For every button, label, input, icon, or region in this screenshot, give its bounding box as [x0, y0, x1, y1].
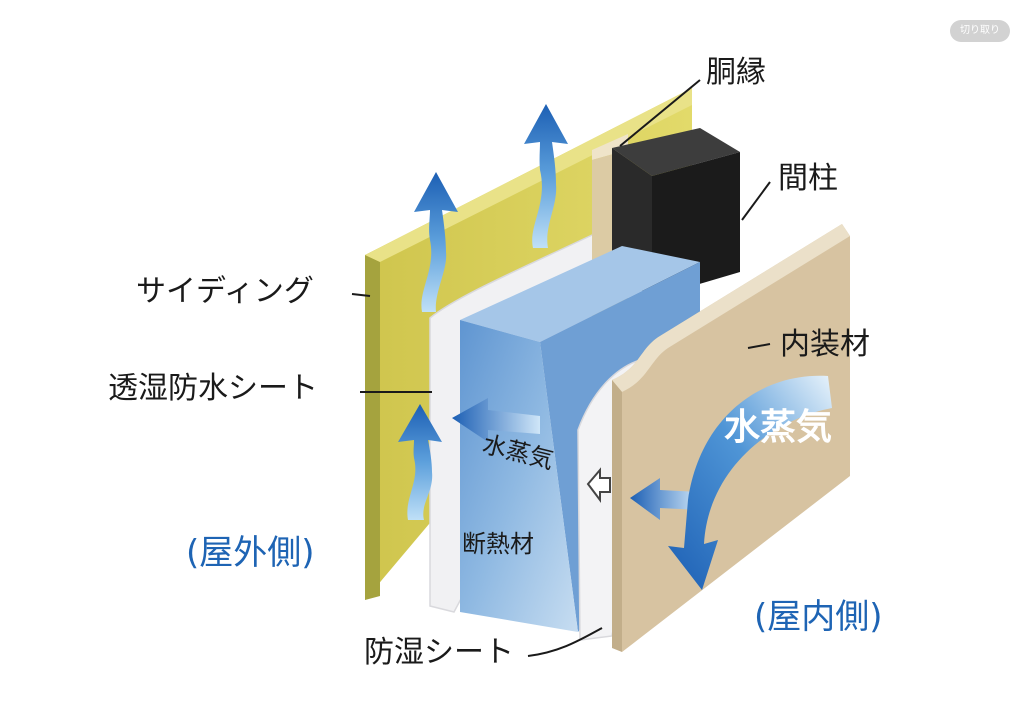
vapor-up-arrow-right	[524, 104, 568, 248]
vapor-up-arrow-bottom	[398, 404, 442, 520]
label-insulation: 断熱材	[462, 530, 534, 558]
blocked-vapor-arrow	[586, 467, 611, 503]
leader-line-siding	[351, 293, 371, 297]
label-outdoor-side: (屋外側)	[186, 533, 315, 573]
leader-line-vapor-barrier	[527, 627, 603, 657]
vapor-left-arrow-cavity	[452, 398, 540, 442]
label-interior-material: 内装材	[780, 327, 870, 362]
leader-line-mabashira	[741, 181, 771, 221]
crop-button[interactable]: 切り取り	[950, 20, 1010, 42]
label-indoor-side: (屋内側)	[754, 597, 883, 637]
label-mabashira: 間柱	[778, 161, 838, 196]
label-dobuchi: 胴縁	[706, 55, 766, 90]
vapor-up-arrow-left	[414, 172, 458, 312]
label-vapor-interior: 水蒸気	[724, 407, 833, 448]
leader-line-dobuchi	[619, 79, 701, 147]
leader-lines	[351, 79, 771, 657]
label-vapor-barrier: 防湿シート	[364, 635, 514, 670]
vapor-curved-arrow-interior	[668, 375, 832, 590]
vapor-left-arrow-interior	[630, 478, 700, 520]
label-siding: サイディング	[136, 274, 314, 309]
leader-line-interior	[747, 343, 771, 349]
label-breathable-sheet: 透湿防水シート	[108, 371, 318, 406]
